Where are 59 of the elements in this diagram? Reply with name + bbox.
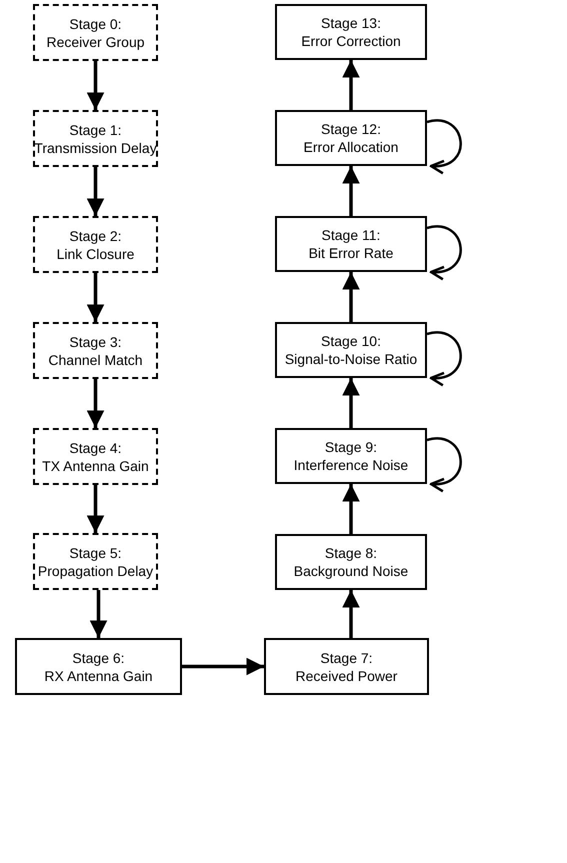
stage-title: Error Allocation [304, 138, 398, 156]
stage-title: Propagation Delay [38, 562, 154, 580]
stage-number: Stage 8: [324, 544, 378, 562]
arrow [86, 167, 104, 216]
stage-number: Stage 1: [69, 120, 122, 138]
stage-title: Received Power [296, 666, 398, 684]
stage-box [275, 322, 427, 378]
arrow [86, 485, 104, 533]
arrow [342, 378, 360, 428]
dashed-stage-box [33, 4, 158, 61]
arrow [86, 61, 104, 110]
stage-title: Background Noise [294, 562, 408, 580]
dashed-stage-box [33, 428, 158, 485]
stage-title: RX Antenna Gain [44, 666, 153, 684]
stage-number: Stage 10: [321, 332, 381, 350]
arrow [342, 590, 360, 638]
dashed-stage-box [33, 216, 158, 273]
loop-arrow [426, 119, 462, 174]
stage-box [264, 638, 429, 695]
stage-title: Signal-to-Noise Ratio [284, 350, 418, 368]
stage-title: Receiver Group [46, 32, 145, 50]
stage-title: Bit Error Rate [308, 244, 394, 262]
stage-number: Stage 11: [322, 226, 380, 244]
stage-number: Stage 0: [69, 14, 122, 32]
stage-number: Stage 7: [320, 648, 373, 666]
stage-number: Stage 4: [69, 438, 122, 456]
arrow [86, 273, 104, 322]
stage-box [275, 428, 427, 484]
stage-box [15, 638, 182, 695]
arrow [86, 379, 104, 428]
stage-number: Stage 3: [69, 332, 122, 350]
stage-box [275, 4, 427, 60]
stage-title: Interference Noise [294, 456, 408, 474]
arrow [342, 60, 360, 110]
loop-arrow [426, 225, 462, 280]
stage-number: Stage 5: [69, 544, 122, 562]
arrow [342, 484, 360, 534]
stage-box [275, 110, 427, 166]
stage-title: Error Correction [301, 32, 401, 50]
dashed-stage-box [33, 533, 158, 590]
stage-number: Stage 13: [321, 14, 381, 32]
stage-number: Stage 9: [324, 438, 378, 456]
arrow [182, 658, 264, 676]
stage-title: Link Closure [56, 244, 134, 262]
stage-number: Stage 2: [69, 226, 122, 244]
arrow [342, 272, 360, 322]
stage-title: Channel Match [48, 350, 143, 368]
stage-number: Stage 6: [72, 648, 125, 666]
loop-arrow [426, 331, 462, 386]
stage-title: TX Antenna Gain [42, 456, 149, 474]
dashed-stage-box [33, 322, 158, 379]
stage-title: Transmission Delay [34, 138, 157, 156]
arrow [90, 590, 108, 638]
loop-arrow [426, 437, 462, 492]
arrow [342, 166, 360, 216]
stage-number: Stage 12: [321, 120, 381, 138]
stage-box [275, 216, 427, 272]
dashed-stage-box [33, 110, 158, 167]
stage-box [275, 534, 427, 590]
